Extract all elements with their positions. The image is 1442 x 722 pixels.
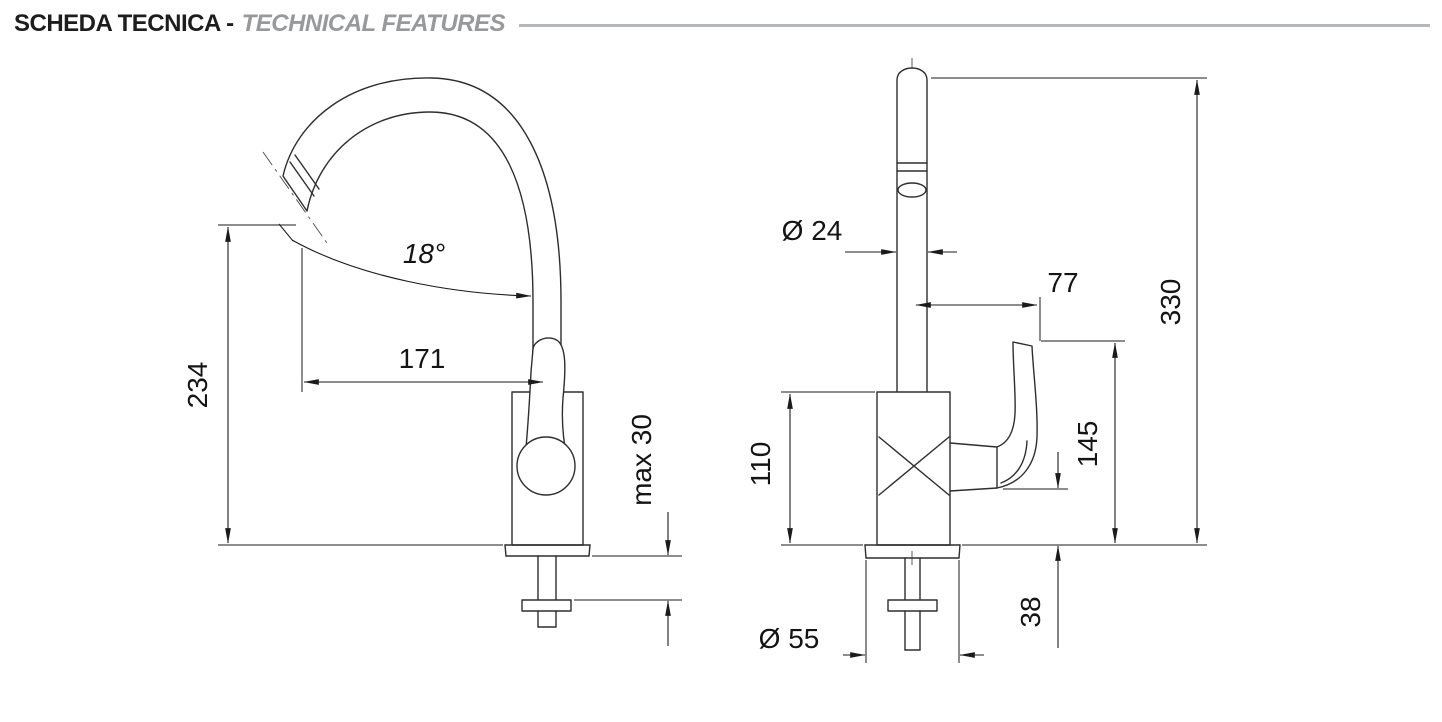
dimension-234: 234 — [182, 224, 503, 546]
dim-label-110: 110 — [745, 442, 776, 487]
dimension-110: 110 — [745, 391, 875, 546]
dimension-38: 38 — [1003, 452, 1068, 648]
dimension-angle-18: 18° — [278, 223, 532, 299]
dimension-dia-24: Ø 24 — [782, 215, 957, 255]
base-and-shank-front — [864, 544, 961, 651]
dim-label-max-30: max 30 — [626, 414, 657, 506]
page-header: SCHEDA TECNICA - TECHNICAL FEATURES — [14, 10, 1430, 38]
dim-label-234: 234 — [182, 362, 213, 409]
base-and-shank-side — [504, 544, 591, 628]
faucet-body-front — [876, 391, 951, 546]
dimension-dia-55: Ø 55 — [759, 560, 984, 663]
handle-side — [516, 337, 576, 496]
front-view: Ø 24 77 330 110 — [745, 58, 1207, 663]
dimension-max-30: max 30 — [574, 414, 682, 646]
dim-label-77: 77 — [1047, 267, 1078, 298]
sheet-title-italian: SCHEDA TECNICA - — [14, 10, 234, 37]
dim-label-18deg: 18° — [403, 238, 445, 269]
header-divider-line — [519, 24, 1430, 27]
dim-label-dia-24: Ø 24 — [782, 215, 843, 246]
dim-label-171: 171 — [399, 343, 446, 374]
handle-front — [949, 341, 1038, 492]
dimension-77: 77 — [915, 267, 1079, 341]
dim-label-145: 145 — [1072, 421, 1103, 468]
dimension-171: 171 — [301, 248, 544, 392]
dim-label-38: 38 — [1015, 596, 1046, 627]
dim-label-330: 330 — [1155, 279, 1186, 326]
dim-label-dia-55: Ø 55 — [759, 623, 820, 654]
dimension-330: 330 — [931, 77, 1207, 546]
dimension-145: 145 — [1041, 340, 1125, 544]
side-view: 234 171 18° max 30 — [182, 77, 682, 646]
sheet-title-english: TECHNICAL FEATURES — [241, 10, 506, 37]
riser-front — [896, 67, 928, 393]
